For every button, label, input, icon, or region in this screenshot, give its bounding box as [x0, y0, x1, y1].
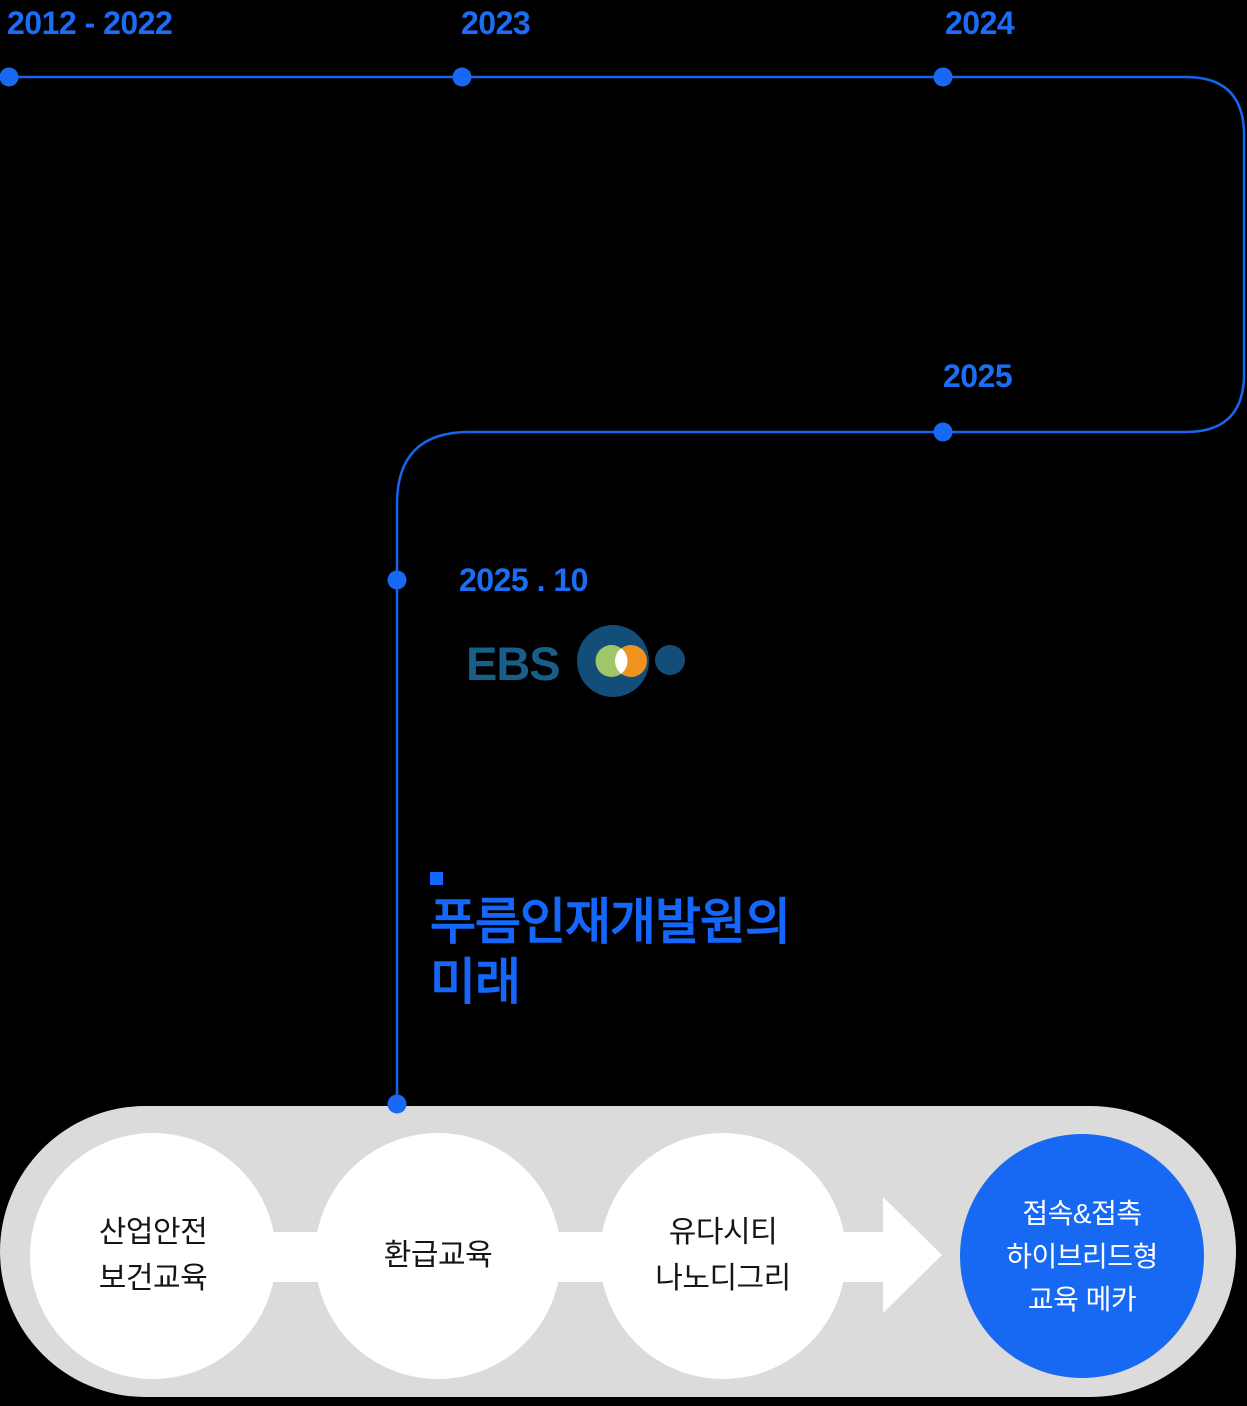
timeline-dot-2025-10 — [387, 570, 407, 590]
ebs-wordmark: EBS — [466, 636, 561, 690]
step-label: 유다시티 나노디그리 — [655, 1216, 791, 1295]
year-label-2025: 2025 — [943, 358, 1013, 394]
step-label: 접속&접촉 하이브리드형 교육 메카 — [1006, 1197, 1158, 1315]
title-bullet-square — [430, 872, 443, 885]
year-label-2012-2022: 2012 - 2022 — [7, 5, 173, 41]
timeline-dot-2023 — [452, 67, 472, 87]
timeline-dot-2024 — [933, 67, 953, 87]
step-circle-industrial-safety: 산업안전 보건교육 — [30, 1133, 276, 1379]
arrow-icon — [883, 1197, 942, 1313]
step-label: 산업안전 보건교육 — [98, 1216, 208, 1295]
timeline-dot-2025 — [933, 422, 953, 442]
ebs-logo-mark-icon — [576, 625, 685, 697]
step-circle-hybrid-education-mecca: 접속&접촉 하이브리드형 교육 메카 — [960, 1134, 1204, 1378]
ebs-logo: EBS — [466, 624, 687, 702]
title-block: 푸름인재개발원의 미래 — [430, 872, 791, 1012]
year-label-2025-10: 2025 . 10 — [459, 562, 588, 598]
step-label: 환급교육 — [383, 1239, 493, 1272]
step-circle-refund-education: 환급교육 — [315, 1133, 561, 1379]
page-title: 푸름인재개발원의 미래 — [430, 894, 791, 1010]
timeline-dot-2012-2022 — [0, 67, 19, 87]
year-label-2024: 2024 — [945, 5, 1015, 41]
ebs-small-dot — [654, 645, 685, 675]
step-circle-udacity-nanodegree: 유다시티 나노디그리 — [600, 1133, 846, 1379]
year-label-2023: 2023 — [461, 5, 531, 41]
